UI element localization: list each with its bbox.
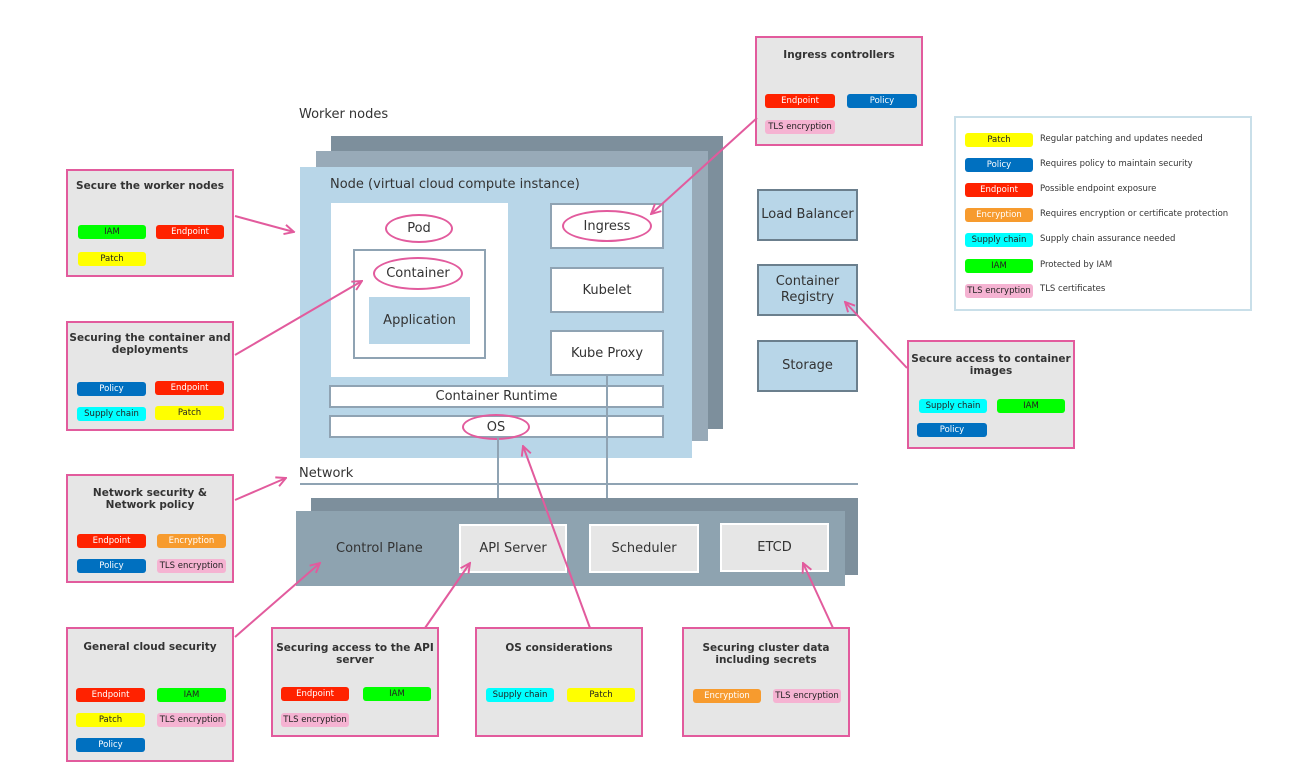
card-network-security: Network security & Network policy Endpoi…: [66, 474, 234, 583]
legend: Patch Regular patching and updates neede…: [954, 116, 1252, 311]
tag-patch: Patch: [78, 252, 146, 266]
storage-box: Storage: [757, 340, 858, 392]
card-general-cloud-security: General cloud security Endpoint IAM Patc…: [66, 627, 234, 762]
connector-os-control: [497, 438, 499, 500]
container-runtime-box: Container Runtime: [329, 385, 664, 408]
pod-label: Pod: [385, 214, 453, 243]
card-title: Securing the container and deployments: [69, 332, 231, 356]
legend-desc-patch: Regular patching and updates needed: [1040, 134, 1203, 144]
tag-tls-encryption: TLS encryption: [281, 713, 349, 727]
legend-desc-policy: Requires policy to maintain security: [1040, 159, 1193, 169]
tag-endpoint: Endpoint: [156, 225, 224, 239]
os-label: OS: [462, 414, 530, 440]
arrow-os: [523, 446, 591, 629]
tag-policy: Policy: [76, 738, 145, 752]
card-os-considerations: OS considerations Supply chain Patch: [475, 627, 643, 737]
card-title: Secure the worker nodes: [76, 180, 224, 192]
network-line: [300, 483, 858, 485]
container-registry-box: Container Registry: [757, 264, 858, 316]
tag-endpoint: Endpoint: [765, 94, 835, 108]
tag-patch: Patch: [567, 688, 635, 702]
tag-iam: IAM: [363, 687, 431, 701]
tag-endpoint: Endpoint: [281, 687, 349, 701]
tag-iam: IAM: [997, 399, 1065, 413]
tag-endpoint: Endpoint: [77, 534, 146, 548]
card-title: Ingress controllers: [783, 49, 895, 61]
legend-desc-iam: Protected by IAM: [1040, 260, 1113, 270]
container-label: Container: [373, 257, 463, 290]
tag-iam: IAM: [78, 225, 146, 239]
legend-tag-iam: IAM: [965, 259, 1033, 273]
tag-tls-encryption: TLS encryption: [765, 120, 835, 134]
scheduler-box: Scheduler: [589, 524, 699, 573]
legend-desc-supply-chain: Supply chain assurance needed: [1040, 234, 1176, 244]
tag-policy: Policy: [77, 559, 146, 573]
tag-encryption: Encryption: [693, 689, 761, 703]
tag-iam: IAM: [157, 688, 226, 702]
card-title: Securing access to the API server: [276, 642, 434, 666]
card-cluster-data: Securing cluster data including secrets …: [682, 627, 850, 737]
legend-tag-tls-encryption: TLS encryption: [965, 284, 1033, 298]
ingress-label: Ingress: [562, 210, 652, 242]
tag-tls-encryption: TLS encryption: [157, 713, 226, 727]
arrow-container-registry: [845, 302, 908, 369]
application-box: Application: [369, 297, 470, 344]
tag-patch: Patch: [76, 713, 145, 727]
worker-nodes-label: Worker nodes: [299, 107, 389, 122]
tag-endpoint: Endpoint: [155, 381, 224, 395]
control-plane-label: Control Plane: [336, 541, 423, 556]
legend-tag-patch: Patch: [965, 133, 1033, 147]
tag-endpoint: Endpoint: [76, 688, 145, 702]
legend-desc-tls-encryption: TLS certificates: [1040, 284, 1106, 294]
legend-tag-endpoint: Endpoint: [965, 183, 1033, 197]
card-title: Network security & Network policy: [92, 487, 208, 511]
arrow-container: [234, 281, 362, 356]
tag-supply-chain: Supply chain: [486, 688, 554, 702]
arrow-ingress: [651, 117, 758, 214]
arrow-etcd: [803, 563, 834, 629]
card-title: Securing cluster data including secrets: [702, 642, 830, 666]
legend-desc-endpoint: Possible endpoint exposure: [1040, 184, 1157, 194]
arrow-worker-nodes: [234, 215, 294, 232]
card-securing-api-server: Securing access to the API server Endpoi…: [271, 627, 439, 737]
load-balancer-box: Load Balancer: [757, 189, 858, 241]
legend-desc-encryption: Requires encryption or certificate prote…: [1040, 209, 1229, 219]
card-securing-container: Securing the container and deployments P…: [66, 321, 234, 431]
tag-supply-chain: Supply chain: [919, 399, 987, 413]
tag-tls-encryption: TLS encryption: [773, 689, 841, 703]
network-label: Network: [299, 466, 354, 481]
card-title: OS considerations: [505, 642, 613, 654]
kube-proxy-box: Kube Proxy: [550, 330, 664, 376]
arrow-network: [234, 478, 286, 501]
etcd-box: ETCD: [720, 523, 829, 572]
card-title: General cloud security: [83, 641, 217, 653]
tag-encryption: Encryption: [157, 534, 226, 548]
connector-proxy-control: [606, 376, 608, 500]
tag-supply-chain: Supply chain: [77, 407, 146, 421]
legend-tag-encryption: Encryption: [965, 208, 1033, 222]
tag-policy: Policy: [847, 94, 917, 108]
card-ingress-controllers: Ingress controllers Endpoint Policy TLS …: [755, 36, 923, 146]
card-title: Secure access to container images: [911, 353, 1071, 377]
kubelet-box: Kubelet: [550, 267, 664, 313]
card-container-images: Secure access to container images Supply…: [907, 340, 1075, 449]
arrow-control-plane: [234, 563, 320, 638]
api-server-box: API Server: [459, 524, 567, 573]
node-title: Node (virtual cloud compute instance): [330, 177, 580, 192]
tag-patch: Patch: [155, 406, 224, 420]
legend-tag-supply-chain: Supply chain: [965, 233, 1033, 247]
arrow-api-server: [424, 563, 470, 629]
tag-policy: Policy: [917, 423, 987, 437]
card-secure-worker-nodes: Secure the worker nodes IAM Endpoint Pat…: [66, 169, 234, 277]
tag-policy: Policy: [77, 382, 146, 396]
tag-tls-encryption: TLS encryption: [157, 559, 226, 573]
legend-tag-policy: Policy: [965, 158, 1033, 172]
